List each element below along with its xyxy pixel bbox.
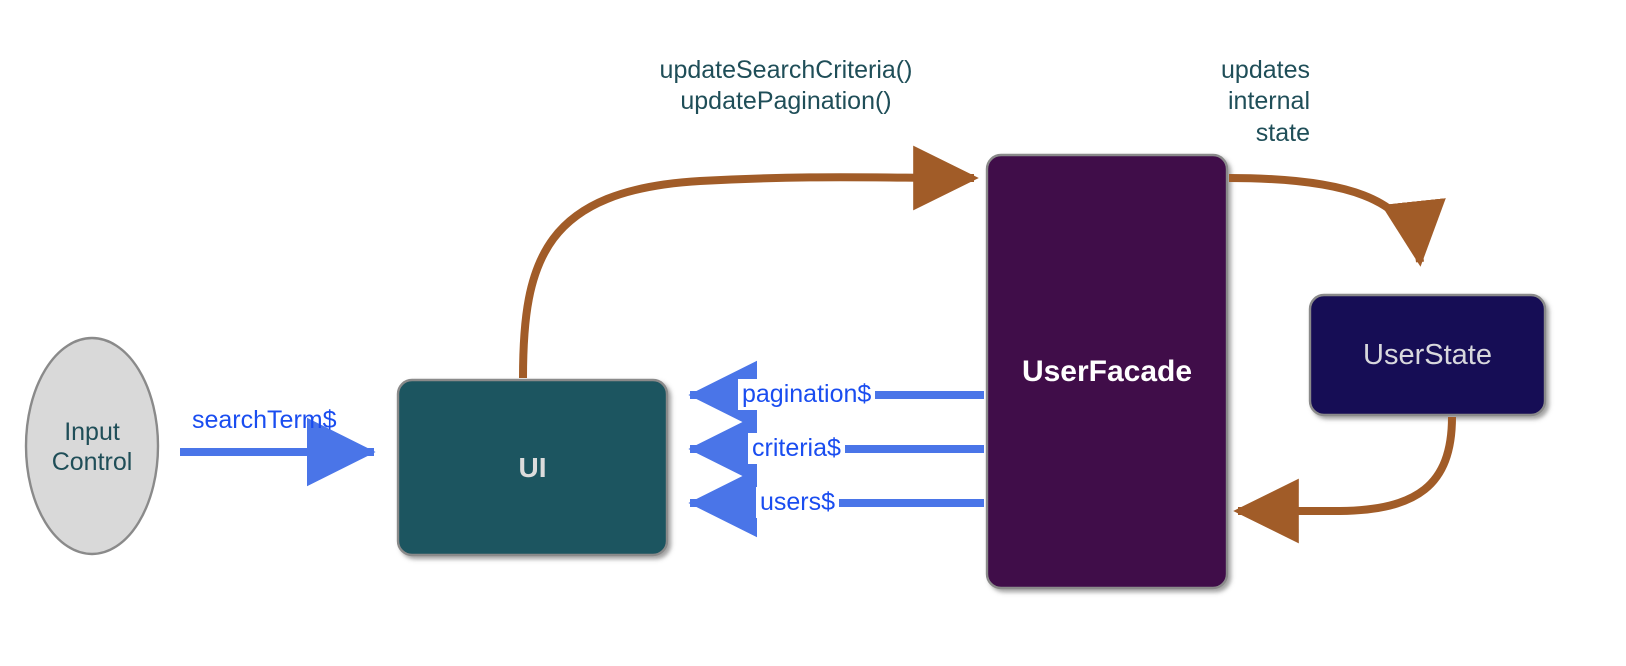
node-user-state[interactable]: [1308, 293, 1547, 417]
edge-state-return: [1233, 416, 1456, 544]
edge-label-search-term: searchTerm$: [192, 406, 337, 434]
edge-updates-internal-state: [1228, 174, 1446, 267]
node-user-facade[interactable]: [985, 153, 1229, 590]
node-ui[interactable]: [396, 378, 669, 557]
node-input-control[interactable]: [24, 336, 160, 556]
edge-update-calls: [519, 145, 979, 379]
edge-label-users: users$: [756, 487, 840, 519]
edge-label-update-calls: updateSearchCriteria() updatePagination(…: [659, 56, 913, 116]
edge-label-criteria: criteria$: [748, 433, 845, 465]
edge-label-pagination: pagination$: [738, 379, 876, 411]
edge-label-updates-internal-state: updates internal state: [1221, 56, 1310, 147]
